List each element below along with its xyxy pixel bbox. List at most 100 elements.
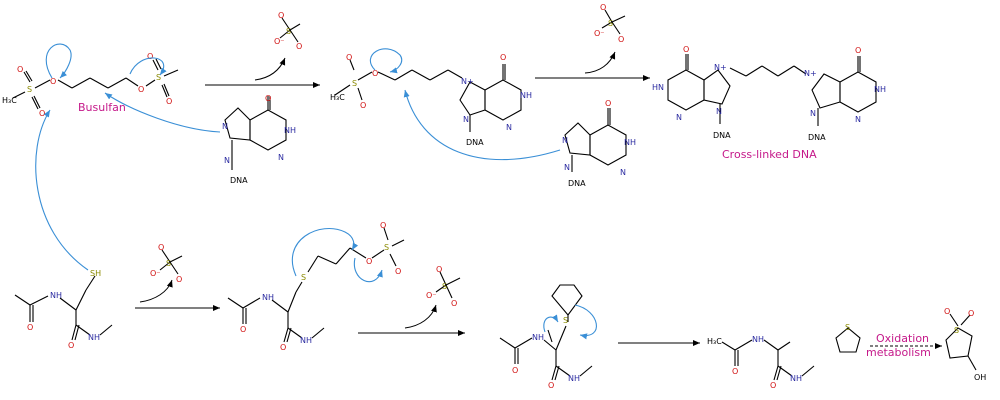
nh-label: NH	[752, 335, 764, 344]
oxygen-label: O	[436, 265, 442, 274]
oxygen-label: O	[605, 99, 611, 108]
oxygen-label: O	[240, 325, 246, 334]
nitrogen-label: N	[562, 136, 568, 145]
oxygen-label: O	[600, 3, 606, 12]
oxygen-label: O	[770, 381, 776, 390]
tetrahydrothiophene: S	[835, 323, 861, 353]
nh-label: NH	[532, 333, 544, 342]
oxygen-label: O	[372, 69, 378, 78]
h3c-label: H₃C	[330, 93, 345, 102]
nitrogen-label: N	[224, 156, 230, 165]
oxygen-label: O	[166, 97, 172, 106]
oxygen-label: O	[68, 341, 74, 350]
ominus-label: O⁻	[150, 269, 161, 278]
oxygen-label: O	[265, 94, 271, 103]
guanine-dna-1: O N NH N N DNA	[222, 94, 296, 185]
mono-alkylated-intermediate: H₃C S O O O O N+ NH N N DNA	[330, 53, 532, 147]
leaving-group-arrow	[404, 304, 437, 329]
sulfonium-intermediate: O NH S O NH	[499, 284, 593, 390]
nitrogen-label: N	[222, 122, 228, 131]
sulfur-label: S	[156, 73, 161, 82]
nitrogen-label: N	[506, 123, 512, 132]
nh-label: NH	[300, 336, 312, 345]
sh-label: SH	[90, 269, 101, 278]
nh-label: NH	[50, 291, 62, 300]
oxygen-label: O	[395, 267, 401, 276]
leaving-group-arrow	[139, 279, 173, 303]
nh-label: NH	[262, 293, 274, 302]
nplus-label: N+	[804, 69, 817, 78]
nh-label: NH	[874, 85, 886, 94]
electron-push-arrow	[574, 304, 597, 340]
ominus-label: O⁻	[274, 37, 285, 46]
sulfur-label: S	[301, 273, 306, 282]
nplus-label: N+	[461, 77, 474, 86]
mesylate-leaving-group: S O O O⁻	[150, 243, 182, 284]
guanine-dna-2: O N NH N N DNA	[562, 99, 636, 188]
oxidation-label-line1: Oxidation	[876, 332, 929, 345]
dna-label: DNA	[808, 133, 826, 142]
oxygen-label: O	[176, 275, 182, 284]
oxygen-label: O	[17, 65, 23, 74]
nh-label: NH	[624, 138, 636, 147]
sulfur-label: S	[27, 85, 32, 94]
leaving-group-arrow	[584, 51, 616, 74]
oxygen-label: O	[278, 11, 284, 20]
sulfur-label: S	[442, 282, 447, 291]
nitrogen-label: N	[716, 107, 722, 116]
sulfur-label: S	[166, 259, 171, 268]
mesylate-leaving-group: S O O O⁻	[594, 3, 626, 44]
electron-push-arrow	[35, 109, 89, 271]
nitrogen-label: N	[810, 109, 816, 118]
sulfur-label: S	[352, 79, 357, 88]
oxidation-label-line2: metabolism	[866, 346, 931, 359]
oxygen-label: O	[296, 42, 302, 51]
ominus-label: O⁻	[426, 291, 437, 300]
oxygen-label: O	[280, 343, 286, 352]
sulfur-label: S	[384, 243, 389, 252]
oxygen-label: O	[380, 221, 386, 230]
dna-label: DNA	[713, 131, 731, 140]
electron-push-arrow	[129, 57, 167, 76]
oxygen-label: O	[360, 101, 366, 110]
nplus-label: N+	[714, 63, 727, 72]
nitrogen-label: N	[620, 168, 626, 177]
busulfan-label: Busulfan	[78, 101, 126, 114]
electron-push-arrow	[403, 89, 561, 161]
hn-label: HN	[652, 83, 664, 92]
nitrogen-label: N	[278, 153, 284, 162]
cross-linked-dna: O HN N N+ N DNA O N+ NH N N DNA Cross-li…	[652, 45, 886, 161]
sulfur-label: S	[845, 323, 850, 332]
electron-push-arrow	[543, 314, 559, 333]
electron-push-arrow	[104, 92, 221, 133]
mesylate-leaving-group: S O O O⁻	[274, 11, 302, 51]
ominus-label: O⁻	[594, 29, 605, 38]
dehydroalanine-product: H₃C O NH O NH	[707, 335, 815, 390]
s-alkylated-intermediate: O NH S O NH O S O O	[227, 221, 405, 352]
cross-linked-dna-label: Cross-linked DNA	[722, 148, 817, 161]
nh-label: NH	[568, 374, 580, 383]
oxygen-label: O	[618, 35, 624, 44]
oxygen-label: O	[451, 299, 457, 308]
mesylate-leaving-group: S O O O⁻	[426, 265, 461, 308]
h3c-label: H₃C	[2, 96, 17, 105]
nitrogen-label: N	[463, 115, 469, 124]
oxygen-label: O	[855, 46, 861, 55]
nh-label: NH	[520, 91, 532, 100]
oxygen-label: O	[158, 243, 164, 252]
busulfan-molecule: H₃C S O O O O S O O Busulfan	[2, 52, 179, 118]
electron-push-arrow	[45, 43, 72, 79]
oxygen-label: O	[138, 85, 144, 94]
oxygen-label: O	[39, 109, 45, 118]
oxygen-label: O	[683, 45, 689, 54]
electron-push-arrow	[369, 48, 403, 74]
sulfur-label: S	[608, 19, 613, 28]
oxygen-label: O	[27, 323, 33, 332]
sulfur-label: S	[286, 27, 291, 36]
oxygen-label: O	[50, 77, 56, 86]
nitrogen-label: N	[676, 113, 682, 122]
oxygen-label: O	[968, 309, 974, 318]
electron-push-arrow	[353, 257, 383, 283]
dna-label: DNA	[230, 176, 248, 185]
